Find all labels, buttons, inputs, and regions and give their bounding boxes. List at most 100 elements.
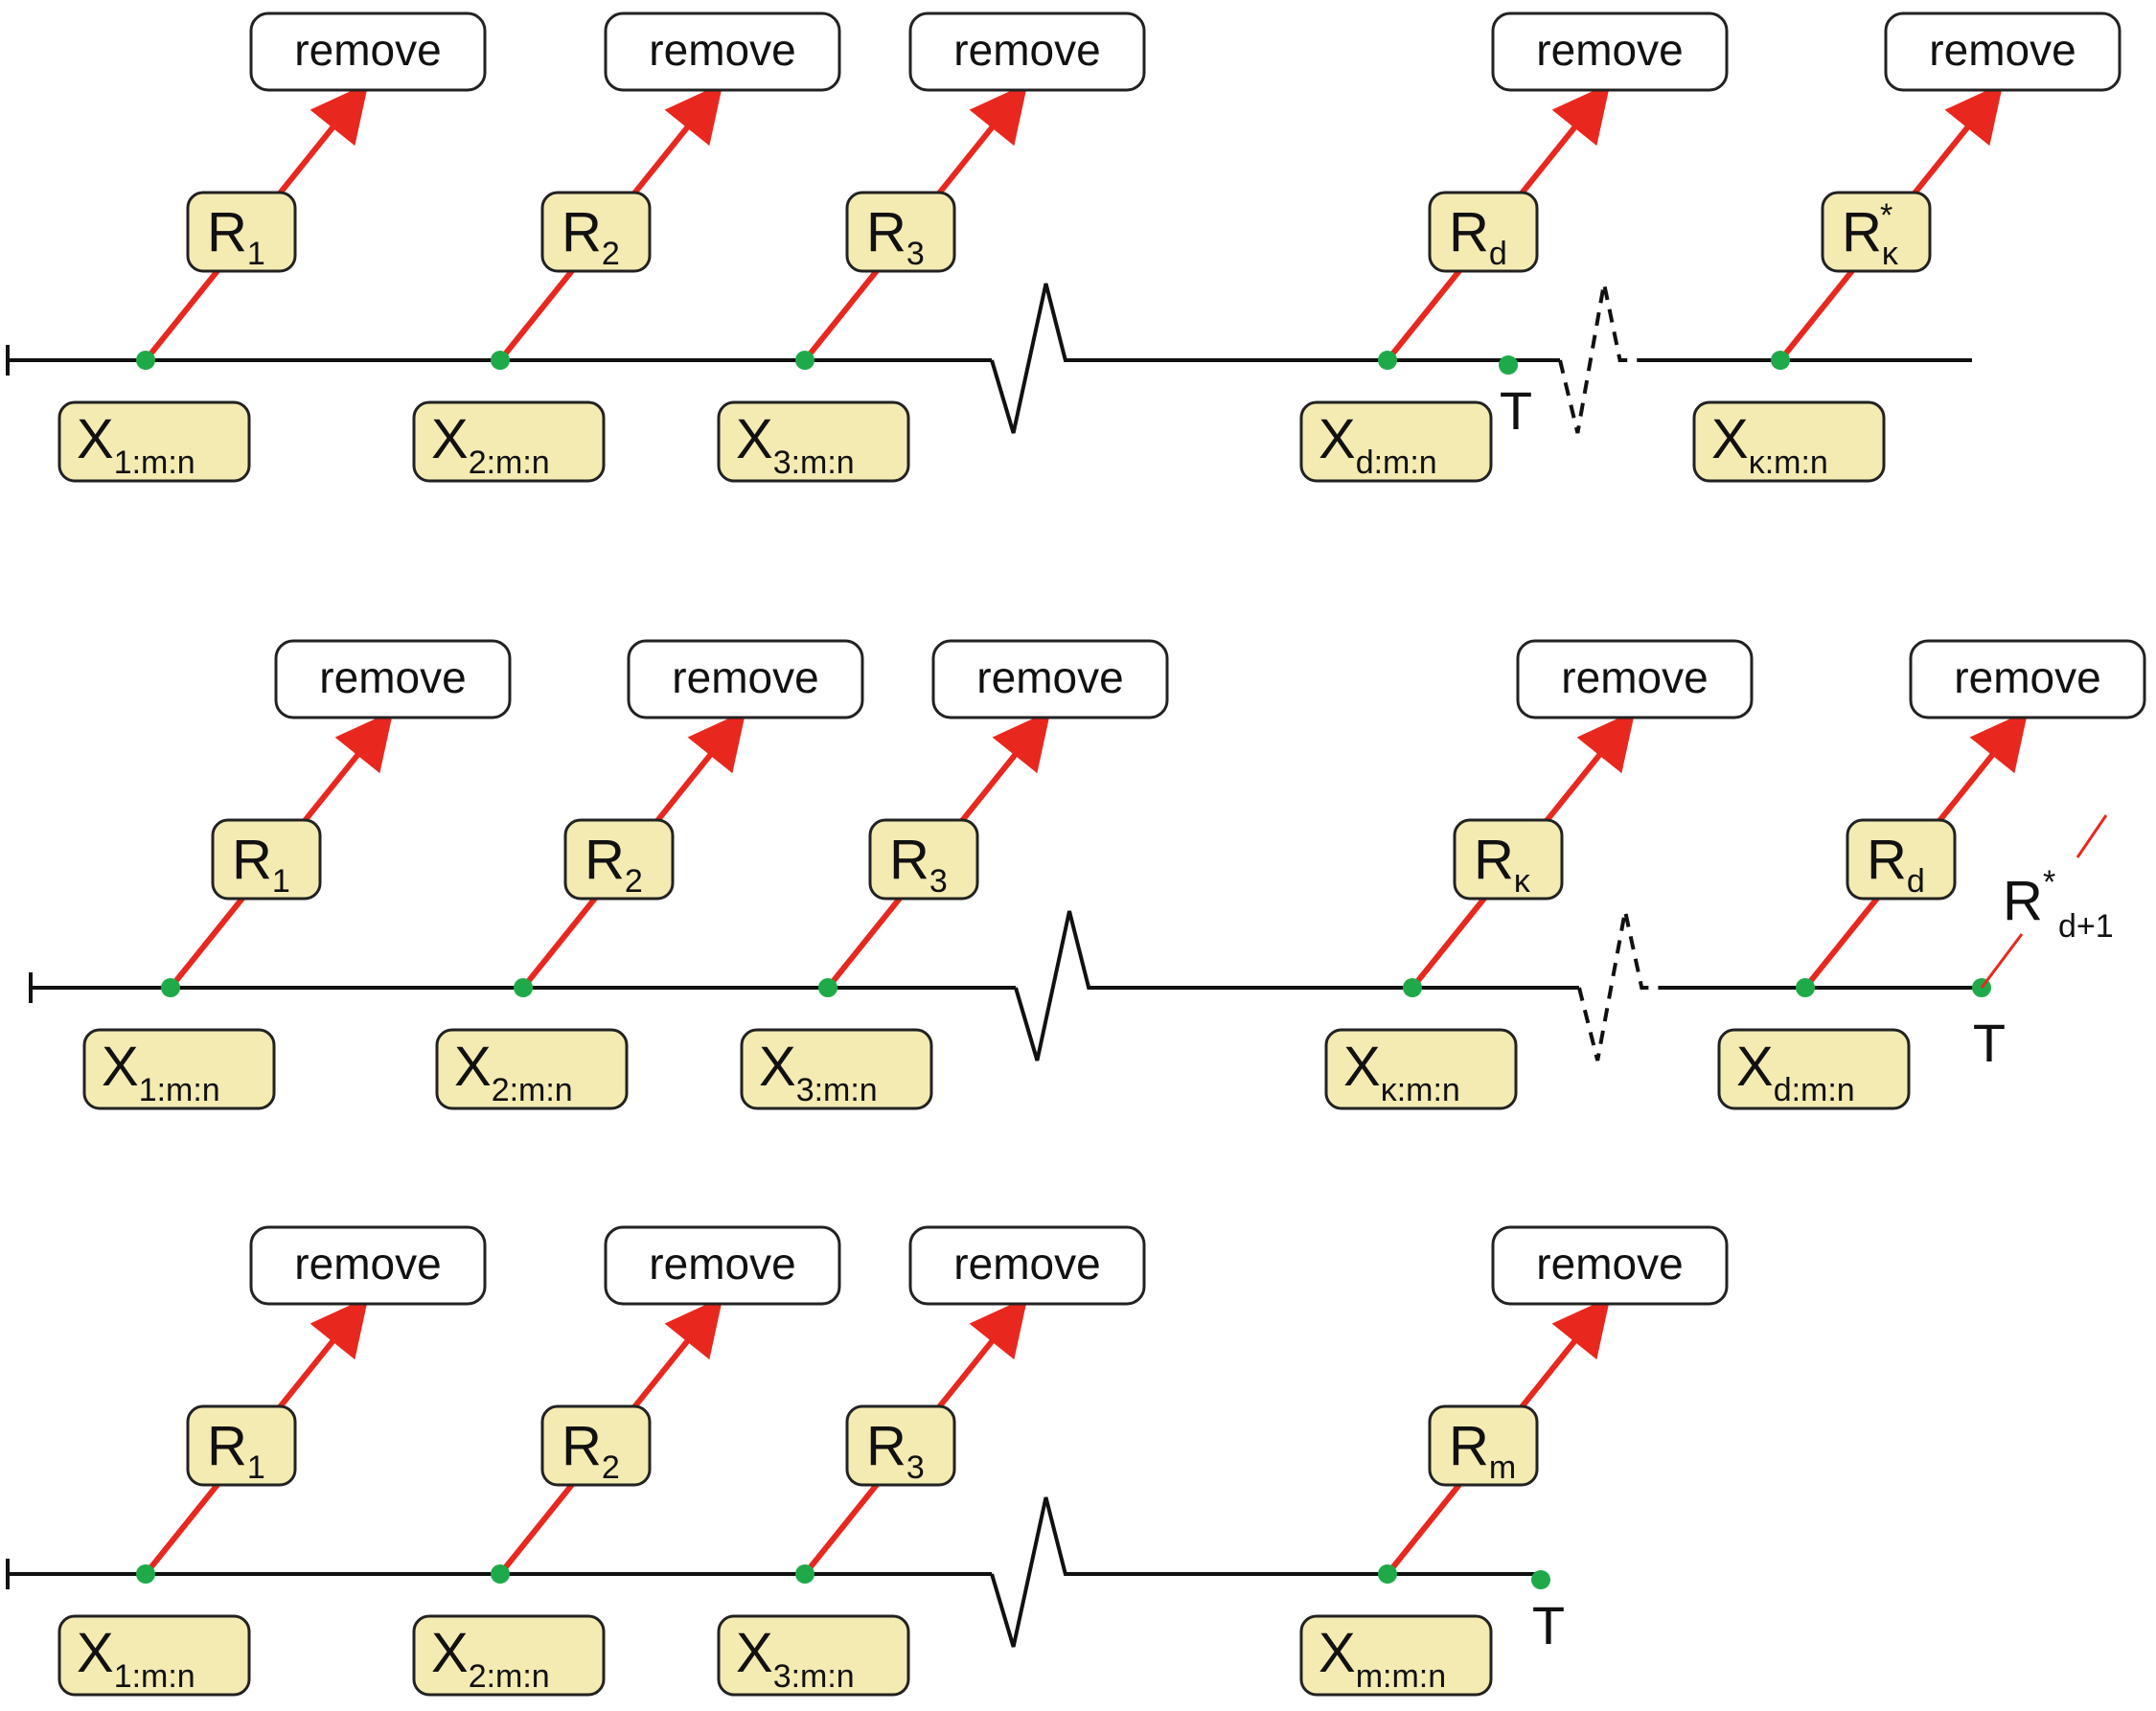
r-label-box — [1428, 1404, 1539, 1487]
r-label-box — [186, 191, 297, 273]
r-label-text: R1 — [207, 1415, 265, 1486]
extra-r-subscript: d+1 — [2058, 908, 2114, 945]
t-label: T — [1500, 380, 1532, 441]
x-label-box — [740, 1028, 933, 1110]
failure-point — [1771, 351, 1790, 370]
remove-label: remove — [1536, 25, 1683, 75]
diagram-root: R1removeX1:m:nR2removeX2:m:nR3removeX3:m… — [6, 11, 2146, 1697]
remove-box — [1491, 1225, 1729, 1306]
remove-box — [604, 1225, 841, 1306]
remove-box — [627, 639, 864, 719]
remove-box — [931, 639, 1169, 719]
t-point — [1499, 355, 1518, 375]
r-label-subscript: d — [1907, 863, 1925, 900]
failure-point — [1378, 1564, 1397, 1584]
x-label-subscript: 2:m:n — [492, 1072, 573, 1108]
failure-point — [1378, 351, 1397, 370]
t-label: T — [1532, 1595, 1565, 1655]
r-label-subscript: 1 — [272, 863, 290, 900]
row-1: R1removeX1:m:nR2removeX2:m:nR3removeX3:m… — [6, 11, 2122, 483]
remove-label: remove — [1536, 1239, 1683, 1289]
extra-r-label: R — [2003, 870, 2043, 932]
x-label-box — [57, 400, 251, 483]
failure-point — [136, 351, 155, 370]
t-point — [1531, 1570, 1550, 1589]
partial-arrow-upper — [2076, 814, 2108, 858]
partial-arrow-lower — [1980, 933, 2024, 989]
r-label-subscript: 2 — [625, 863, 643, 900]
remove-label: remove — [1561, 652, 1708, 702]
r-label-box — [845, 191, 956, 273]
x-label-subscript: κ:m:n — [1381, 1072, 1460, 1108]
remove-label: remove — [976, 652, 1123, 702]
x-label-box — [1299, 1614, 1493, 1697]
r-label-text: R3 — [866, 1415, 925, 1486]
r-label-box — [540, 1404, 652, 1487]
failure-point — [1796, 978, 1815, 997]
x-label-box — [717, 400, 910, 483]
remove-label: remove — [294, 25, 441, 75]
r-label-subscript: κ — [1882, 236, 1899, 272]
x-label-box — [1692, 400, 1886, 483]
x-label-subscript: 2:m:n — [469, 1658, 550, 1695]
r-label-subscript: m — [1489, 1449, 1516, 1486]
r-label-subscript: 3 — [906, 236, 925, 272]
remove-label: remove — [649, 1239, 795, 1289]
x-label-subscript: m:m:n — [1356, 1658, 1446, 1695]
remove-box — [908, 1225, 1146, 1306]
remove-label: remove — [672, 652, 818, 702]
x-label-subscript: d:m:n — [1774, 1072, 1855, 1108]
failure-point — [136, 1564, 155, 1584]
x-label-box — [1324, 1028, 1518, 1110]
x-label-subscript: d:m:n — [1356, 445, 1437, 481]
axis-break-zigzag-dashed — [1577, 910, 1671, 1061]
remove-box — [249, 1225, 487, 1306]
x-label-subscript: 1:m:n — [114, 445, 195, 481]
r-label-subscript: 1 — [247, 236, 265, 272]
remove-box — [1909, 639, 2146, 719]
axis-break-zigzag — [990, 1496, 1100, 1648]
axis-break-zigzag — [990, 283, 1100, 434]
failure-point — [818, 978, 837, 997]
axis-break-zigzag-dashed — [1558, 283, 1648, 434]
r-label-box — [868, 818, 979, 901]
x-label-box — [412, 1614, 606, 1697]
r-label-subscript: 1 — [247, 1449, 265, 1486]
x-label-box — [717, 1614, 910, 1697]
r-label-box — [540, 191, 652, 273]
remove-label: remove — [953, 25, 1100, 75]
x-label-box — [57, 1614, 251, 1697]
failure-point — [491, 1564, 510, 1584]
r-label-subscript: 3 — [906, 1449, 925, 1486]
row-3: R1removeX1:m:nR2removeX2:m:nR3removeX3:m… — [6, 1225, 1729, 1697]
r-label-box — [1428, 191, 1539, 273]
r-label-subscript: κ — [1514, 863, 1531, 900]
remove-box — [1491, 11, 1729, 92]
remove-label: remove — [953, 1239, 1100, 1289]
r-label-box — [563, 818, 675, 901]
x-label-box — [1717, 1028, 1911, 1110]
t-label: T — [1973, 1013, 2006, 1073]
r-label-box — [845, 1404, 956, 1487]
remove-label: remove — [649, 25, 795, 75]
x-label-box — [435, 1028, 629, 1110]
failure-point — [1403, 978, 1422, 997]
x-label-subscript: 1:m:n — [114, 1658, 195, 1695]
failure-point — [161, 978, 180, 997]
remove-box — [274, 639, 512, 719]
remove-label: remove — [1954, 652, 2100, 702]
remove-box — [1516, 639, 1754, 719]
